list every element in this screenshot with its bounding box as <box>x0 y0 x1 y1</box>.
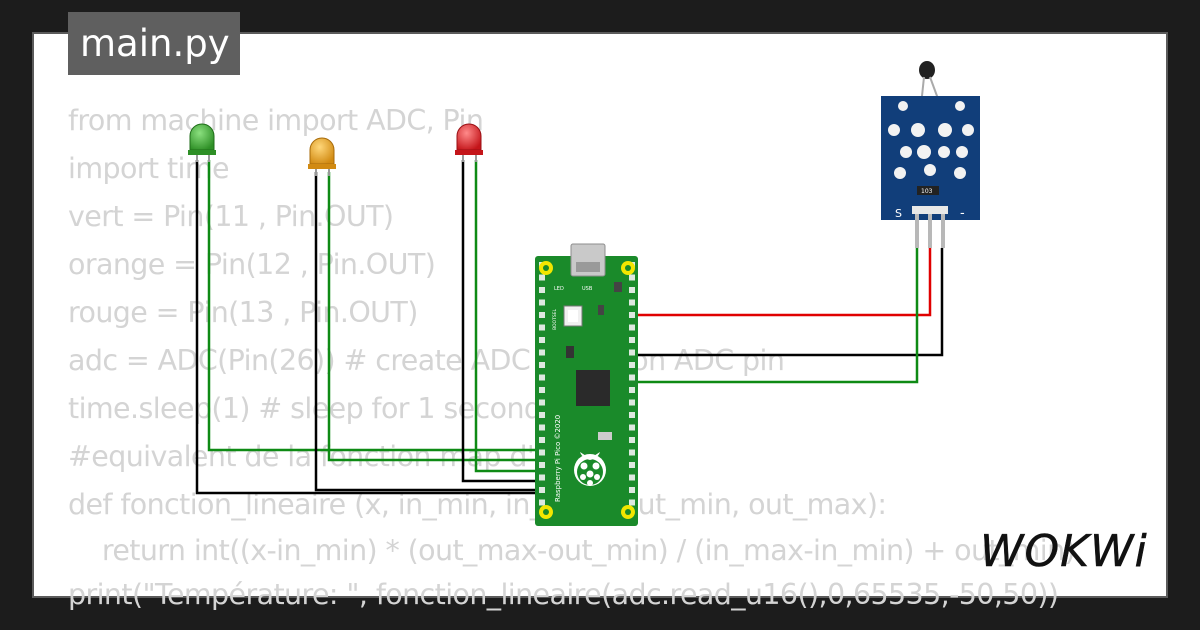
code-line: from machine import ADC, Pin <box>68 104 484 137</box>
pin-hole <box>629 312 635 318</box>
pin-hole <box>539 487 545 493</box>
pin-hole <box>629 437 635 443</box>
wire-red-led-cathode <box>461 160 548 483</box>
pin-hole <box>629 462 635 468</box>
pin-hole <box>539 412 545 418</box>
pin-hole <box>629 287 635 293</box>
pin-hole <box>539 499 545 506</box>
wokwi-logo-text: WOKWi <box>980 526 1148 577</box>
resistor-label: 103 <box>921 188 933 195</box>
pin-hole <box>539 462 545 468</box>
wire-orange-led-anode <box>327 172 548 462</box>
board-usb-label: USB <box>582 286 593 292</box>
wire-sensor-gnd <box>635 248 944 357</box>
pin-hole <box>629 337 635 343</box>
pin-hole <box>539 399 545 406</box>
pin-hole <box>539 437 545 443</box>
board-led-label: LED <box>554 286 564 292</box>
raspberry-logo-icon <box>574 452 606 486</box>
code-line: vert = Pin(11 , Pin.OUT) <box>68 200 394 233</box>
board-name-label: Raspberry Pi Pico ©2020 <box>554 415 562 502</box>
code-line: print("Température: ", fonction_lineaire… <box>68 578 1059 611</box>
wire-sensor-vcc <box>635 248 932 317</box>
pin-hole <box>629 362 635 368</box>
pin-hole <box>629 299 635 306</box>
pin-hole <box>629 374 635 381</box>
pin-hole <box>539 312 545 318</box>
sensor-pin-minus-label: - <box>960 206 965 221</box>
pin-hole <box>539 374 545 381</box>
thermistor-bead <box>919 61 935 79</box>
rp2040-chip <box>576 370 610 406</box>
wire-green-led-cathode <box>195 160 548 495</box>
pin-hole <box>539 449 545 456</box>
pin-hole <box>539 337 545 343</box>
code-line: rouge = Pin(13 , Pin.OUT) <box>68 296 418 329</box>
code-line: return int((x-in_min) * (out_max-out_min… <box>68 534 1076 567</box>
ntc-temperature-sensor[interactable]: 103 S - <box>881 61 980 248</box>
pin-header-left <box>539 262 635 506</box>
pin-hole <box>629 449 635 456</box>
board-bootsel-label: BOOTSEL <box>552 308 558 330</box>
smd-resistor <box>917 186 939 195</box>
pin-hole <box>629 474 635 481</box>
code-line: time.sleep(1) # sleep for 1 second <box>68 392 542 425</box>
wire-green-led-anode <box>207 160 548 452</box>
led-orange[interactable] <box>308 137 336 176</box>
code-line: orange = Pin(12 , Pin.OUT) <box>68 248 436 281</box>
pin-hole <box>629 399 635 406</box>
pin-hole <box>539 287 545 293</box>
led-red[interactable] <box>455 123 483 162</box>
sensor-pin-s-label: S <box>895 207 902 220</box>
file-tab[interactable]: main.py <box>68 12 240 75</box>
pin-hole <box>539 299 545 306</box>
wire-sensor-signal <box>635 248 919 384</box>
pin-hole <box>539 387 545 393</box>
pin-hole <box>629 274 635 281</box>
code-line: import time <box>68 152 230 185</box>
pin-hole <box>629 387 635 393</box>
pin-hole <box>629 499 635 506</box>
wires <box>195 160 944 495</box>
wokwi-logo: WOKWi <box>980 526 1148 578</box>
pin-hole <box>629 412 635 418</box>
pin-hole <box>539 274 545 281</box>
pin-hole <box>629 349 635 356</box>
wire-orange-led-cathode <box>314 172 548 492</box>
led-green[interactable] <box>188 123 216 162</box>
pin-hole <box>539 362 545 368</box>
pin-hole <box>539 424 545 431</box>
pin-hole <box>539 474 545 481</box>
pin-hole <box>539 324 545 331</box>
wire-red-led-anode <box>474 160 548 473</box>
pin-hole <box>629 324 635 331</box>
pin-hole <box>539 349 545 356</box>
pin-hole <box>629 487 635 493</box>
raspberry-pi-pico[interactable]: LED USB BOOTSEL Raspberry Pi Pico ©2020 <box>535 243 638 526</box>
pin-hole <box>629 424 635 431</box>
